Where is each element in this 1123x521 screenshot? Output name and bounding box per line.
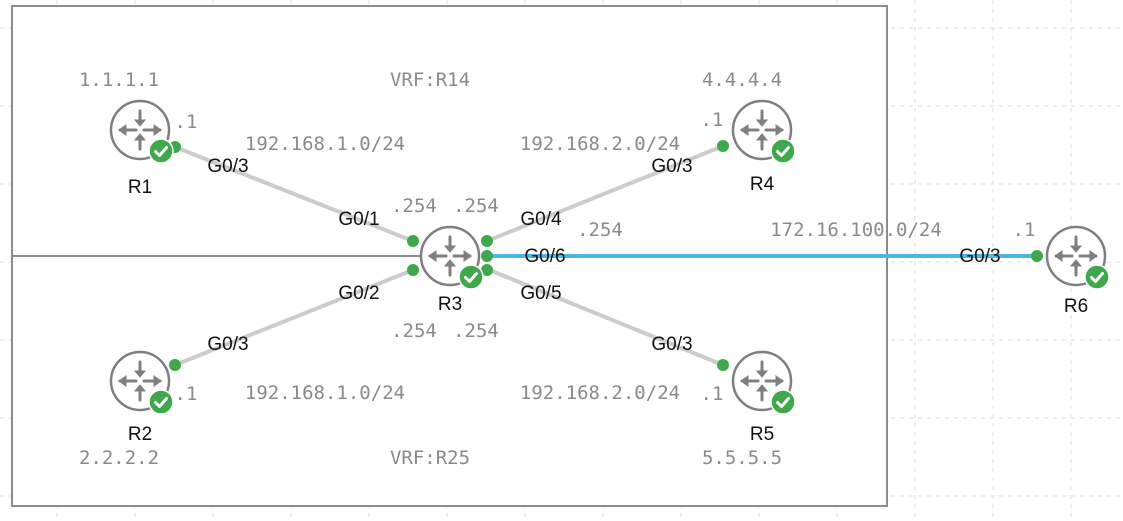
host-id-r2: .1 bbox=[175, 383, 198, 405]
iface-label-r1-g0-3: G0/3 bbox=[207, 156, 248, 177]
router-node-r2[interactable] bbox=[109, 350, 174, 415]
port-dot-r3-g0-4[interactable] bbox=[481, 235, 493, 247]
host-id-r5: .1 bbox=[701, 383, 724, 405]
status-ok-icon bbox=[148, 138, 174, 164]
iface-label-r4-g0-3: G0/3 bbox=[651, 156, 692, 177]
port-dot-r6-g0-3[interactable] bbox=[1031, 250, 1043, 262]
iface-label-r5-g0-3: G0/3 bbox=[651, 334, 692, 355]
port-dot-r3-g0-6[interactable] bbox=[481, 250, 493, 262]
link-r1-r3[interactable] bbox=[174, 145, 414, 243]
host-id-r3-g0-6: .254 bbox=[577, 219, 623, 241]
router-node-r1[interactable] bbox=[109, 99, 174, 164]
port-dot-r3-g0-5[interactable] bbox=[481, 264, 493, 276]
node-label-r6[interactable]: R6 bbox=[1064, 296, 1088, 317]
router-node-r4[interactable] bbox=[731, 99, 796, 164]
vrf-label-r14: VRF:R14 bbox=[390, 69, 470, 91]
vrf-frame-outline bbox=[11, 5, 888, 507]
iface-label-r3-g0-6: G0/6 bbox=[524, 246, 565, 267]
host-id-r6: .1 bbox=[1013, 219, 1036, 241]
port-dot-r5-g0-3[interactable] bbox=[717, 359, 729, 371]
link-r5-r3[interactable] bbox=[486, 267, 724, 367]
link-r2-r3[interactable] bbox=[174, 268, 414, 367]
node-label-r5[interactable]: R5 bbox=[750, 424, 774, 445]
host-id-r4: .1 bbox=[701, 109, 724, 131]
port-dots bbox=[169, 140, 1043, 371]
subnet-label-r6-r3: 172.16.100.0/24 bbox=[770, 219, 942, 241]
host-id-r3-g0-1: .254 bbox=[391, 195, 437, 217]
node-label-r3[interactable]: R3 bbox=[438, 294, 462, 315]
router-id-r4: 4.4.4.4 bbox=[702, 69, 782, 91]
iface-label-r3-g0-2: G0/2 bbox=[338, 283, 379, 304]
iface-label-r2-g0-3: G0/3 bbox=[207, 334, 248, 355]
node-label-r2[interactable]: R2 bbox=[128, 424, 152, 445]
router-id-r5: 5.5.5.5 bbox=[702, 447, 782, 469]
subnet-label-r1-r3: 192.168.1.0/24 bbox=[245, 133, 405, 155]
port-dot-r3-g0-1[interactable] bbox=[407, 235, 419, 247]
link-r4-r3[interactable] bbox=[486, 144, 724, 243]
router-id-r2: 2.2.2.2 bbox=[79, 447, 159, 469]
subnet-label-r5-r3: 192.168.2.0/24 bbox=[520, 382, 680, 404]
router-node-r6[interactable] bbox=[1045, 225, 1110, 290]
iface-label-r3-g0-4: G0/4 bbox=[520, 209, 562, 230]
router-node-r5[interactable] bbox=[731, 350, 796, 415]
vrf-label-r25: VRF:R25 bbox=[390, 447, 470, 469]
status-ok-icon bbox=[1084, 264, 1110, 290]
router-node-r3[interactable] bbox=[419, 225, 484, 290]
port-dot-r3-g0-2[interactable] bbox=[407, 264, 419, 276]
subnet-label-r4-r3: 192.168.2.0/24 bbox=[520, 133, 680, 155]
port-dot-r2-g0-3[interactable] bbox=[169, 359, 181, 371]
status-ok-icon bbox=[458, 264, 484, 290]
status-ok-icon bbox=[148, 389, 174, 415]
status-ok-icon bbox=[770, 389, 796, 415]
port-dot-r4-g0-3[interactable] bbox=[717, 140, 729, 152]
node-label-r1[interactable]: R1 bbox=[128, 177, 152, 198]
host-id-r1: .1 bbox=[175, 111, 198, 133]
status-ok-icon bbox=[770, 138, 796, 164]
router-id-r1: 1.1.1.1 bbox=[79, 69, 159, 91]
iface-label-r3-g0-5: G0/5 bbox=[520, 283, 561, 304]
host-id-r3-g0-5: .254 bbox=[453, 320, 499, 342]
iface-label-r3-g0-1: G0/1 bbox=[338, 209, 379, 230]
iface-label-r6-g0-3: G0/3 bbox=[959, 246, 1000, 267]
host-id-r3-g0-4: .254 bbox=[453, 195, 499, 217]
host-id-r3-g0-2: .254 bbox=[391, 320, 437, 342]
subnet-label-r2-r3: 192.168.1.0/24 bbox=[245, 382, 405, 404]
node-label-r4[interactable]: R4 bbox=[750, 174, 775, 195]
